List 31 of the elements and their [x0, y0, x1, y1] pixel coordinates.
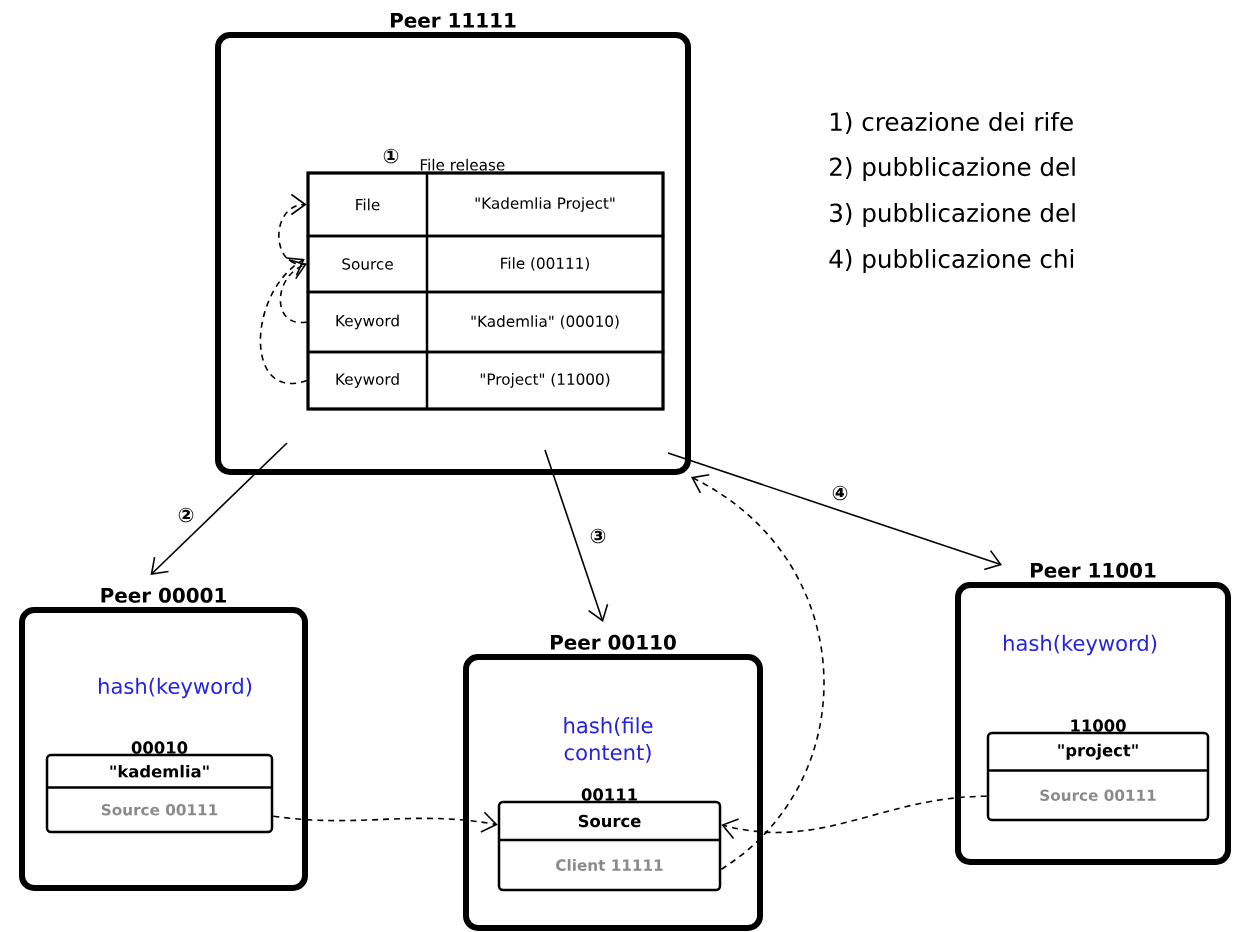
arrow [259, 257, 308, 385]
record-box: 11000 "project" Source 00111 [986, 719, 1210, 822]
step-number: ③ [588, 527, 608, 545]
arrow [278, 193, 308, 265]
table-row: Source File (00111) [306, 234, 665, 294]
table-row: Keyword "Kademlia" (00010) [306, 290, 665, 354]
step-text: 1) creazione dei rife [830, 112, 1073, 134]
arrow [721, 795, 988, 840]
arrow [667, 452, 1002, 571]
step-number: ② [176, 506, 196, 524]
node-label: 00111 [581, 788, 637, 801]
record-box: 00010 "kademlia" Source 00111 [45, 741, 274, 834]
node-label: File release [420, 158, 505, 171]
node-label: 00010 [131, 741, 188, 754]
node-label: Peer 00001 [101, 587, 226, 603]
step-number: ④ [830, 484, 850, 502]
step-text: 3) pubblicazione del [830, 203, 1075, 227]
arrow [279, 259, 308, 324]
arrow [150, 442, 288, 575]
step-text: 2) pubblicazione del [830, 157, 1075, 181]
node-label: 11000 [1071, 719, 1126, 732]
arrow [691, 474, 825, 871]
node-label: Peer 00110 [551, 634, 676, 650]
arrow [272, 811, 498, 833]
step-text: 4) pubblicazione chi [829, 249, 1074, 273]
node-label: Peer 11001 [1031, 562, 1156, 578]
table-row: File "Kademlia Project" [306, 171, 665, 238]
record-box: 00111 Source Client 11111 [497, 788, 722, 892]
table-row: Keyword "Project" (11000) [306, 350, 665, 411]
arrow [544, 449, 609, 622]
node-label: Peer 11111 [391, 13, 516, 28]
